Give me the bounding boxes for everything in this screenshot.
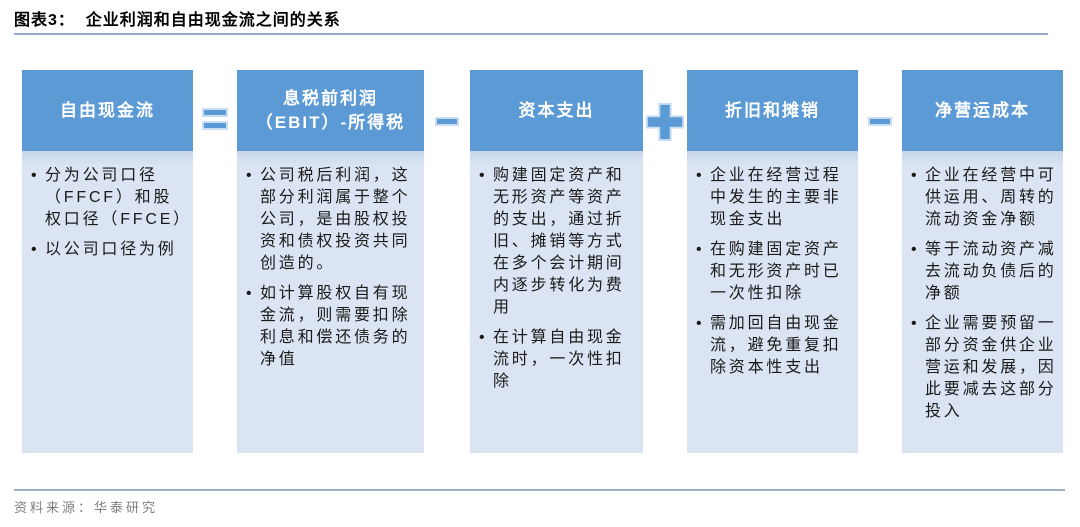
operator-symbol: − [447,115,448,116]
bullet-item: 等于流动资产减去流动负债后的净额 [910,239,1058,305]
fcf-relationship-diagram: 自由现金流 分为公司口径（FFCF）和股权口径（FFCE） 以公司口径为例 = … [22,70,1063,453]
bullet-item: 企业在经营中可供运用、周转的流动资金净额 [910,165,1058,231]
box-free-cash-flow: 自由现金流 分为公司口径（FFCF）和股权口径（FFCE） 以公司口径为例 [22,70,193,453]
box-ebit-minus-tax-body: 公司税后利润，这部分利润属于整个公司，是由股权投资和债权投资共同创造的。 如计算… [237,151,424,453]
bullet-item: 企业需要预留一部分资金供企业营运和发展，因此要减去这部分投入 [910,313,1058,423]
bullet-item: 在计算自由现金流时，一次性扣除 [478,327,638,393]
box-capital-expenditure-header: 资本支出 [470,70,643,151]
box-ebit-minus-tax: 息税前利润（EBIT）-所得税 公司税后利润，这部分利润属于整个公司，是由股权投… [237,70,424,453]
bullet-item: 在购建固定资产和无形资产时已一次性扣除 [695,239,853,305]
equals-bar-top [202,108,228,117]
bullet-item: 分为公司口径（FFCF）和股权口径（FFCE） [30,165,189,231]
box-net-working-capital-body: 企业在经营中可供运用、周转的流动资金净额 等于流动资产减去流动负债后的净额 企业… [902,151,1063,453]
box-depreciation-amortization-body: 企业在经营过程中发生的主要非现金支出 在购建固定资产和无形资产时已一次性扣除 需… [687,151,858,453]
minus-bar [868,117,892,126]
minus-bar [435,117,459,126]
box-net-working-capital-header: 净营运成本 [902,70,1063,151]
bullet-item: 企业在经营过程中发生的主要非现金支出 [695,165,853,231]
box-ebit-minus-tax-header: 息税前利润（EBIT）-所得税 [237,70,424,151]
box-depreciation-amortization-header: 折旧和摊销 [687,70,858,151]
box-capital-expenditure-body: 购建固定资产和无形资产等资产的支出，通过折旧、摊销等方式在多个会计期间内逐步转化… [470,151,643,453]
footer-divider [14,489,1065,491]
bullet-item: 公司税后利润，这部分利润属于整个公司，是由股权投资和债权投资共同创造的。 [245,165,419,275]
figure-title: 图表3： 企业利润和自由现金流之间的关系 [14,12,341,29]
bullet-item: 以公司口径为例 [30,239,188,261]
equals-operator-icon: = [193,70,237,453]
operator-symbol: = [215,106,216,107]
minus-operator-icon: − [858,70,902,453]
operator-symbol: − [880,115,881,116]
bullet-item: 购建固定资产和无形资产等资产的支出，通过折旧、摊销等方式在多个会计期间内逐步转化… [478,165,638,319]
source-note: 资料来源：华泰研究 [14,500,159,515]
minus-operator-icon: − [424,70,470,453]
box-net-working-capital: 净营运成本 企业在经营中可供运用、周转的流动资金净额 等于流动资产减去流动负债后… [902,70,1063,453]
box-capital-expenditure: 资本支出 购建固定资产和无形资产等资产的支出，通过折旧、摊销等方式在多个会计期间… [470,70,643,453]
bullet-item: 如计算股权自有现金流，则需要扣除利息和偿还债务的净值 [245,283,419,371]
title-underline [14,33,1048,35]
box-free-cash-flow-body: 分为公司口径（FFCF）和股权口径（FFCE） 以公司口径为例 [22,151,193,453]
plus-operator-icon: + [643,70,687,453]
plus-shape [645,102,685,142]
box-depreciation-amortization: 折旧和摊销 企业在经营过程中发生的主要非现金支出 在购建固定资产和无形资产时已一… [687,70,858,453]
equals-bar-bottom [202,121,228,130]
box-free-cash-flow-header: 自由现金流 [22,70,193,151]
bullet-item: 需加回自由现金流，避免重复扣除资本性支出 [695,313,853,379]
